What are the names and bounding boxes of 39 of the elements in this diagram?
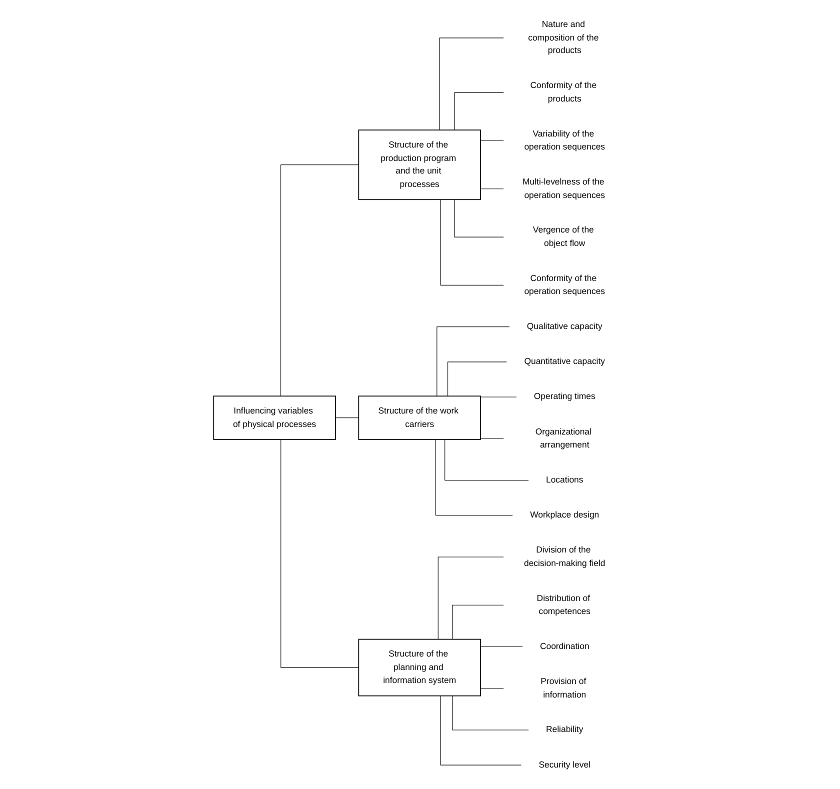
connector — [440, 37, 504, 130]
connector — [336, 417, 360, 418]
node-text: Nature and composition of the products — [528, 19, 600, 55]
node-text: Variability of the operation sequences — [524, 128, 606, 152]
connector — [437, 326, 510, 396]
connector — [440, 695, 522, 765]
node-text: Security level — [539, 759, 591, 770]
node-text: Operating times — [534, 391, 596, 402]
node-text: Quantitative capacity — [524, 356, 606, 366]
node-text: Division of the decision-making field — [524, 544, 606, 568]
connector — [452, 695, 530, 730]
node-text: Organizational arrangement — [536, 426, 592, 450]
connector — [454, 198, 504, 237]
connector — [436, 438, 514, 516]
node-text: Conformity of the products — [530, 80, 597, 104]
connector — [454, 92, 504, 130]
connector — [480, 396, 518, 400]
node-text: Vergence of the object flow — [533, 224, 594, 248]
node-text: Qualitative capacity — [527, 320, 603, 331]
node-box: Structure of the work carriers — [358, 395, 482, 440]
connector — [452, 604, 504, 640]
node-text: Distribution of competences — [537, 592, 591, 616]
node-box: Structure of the production program and the unit processes — [358, 129, 482, 200]
node-text: Provision of information — [541, 676, 587, 699]
node-text: Workplace design — [530, 510, 600, 520]
connector — [280, 438, 360, 668]
connector — [280, 164, 360, 396]
connector — [440, 198, 504, 285]
connector — [448, 361, 508, 396]
node-text: Locations — [546, 474, 584, 484]
node-text: Coordination — [540, 640, 590, 651]
node-box: Structure of the planning and information system — [358, 638, 482, 696]
node-text: Multi-levelness of the operation sequences — [522, 176, 606, 200]
connector — [444, 438, 530, 480]
node-box: Influencing variables of physical processes — [214, 395, 336, 440]
node-text: Reliability — [546, 724, 584, 734]
connector — [438, 556, 504, 640]
connector — [480, 646, 524, 650]
node-text: Conformity of the operation sequences — [524, 272, 606, 296]
